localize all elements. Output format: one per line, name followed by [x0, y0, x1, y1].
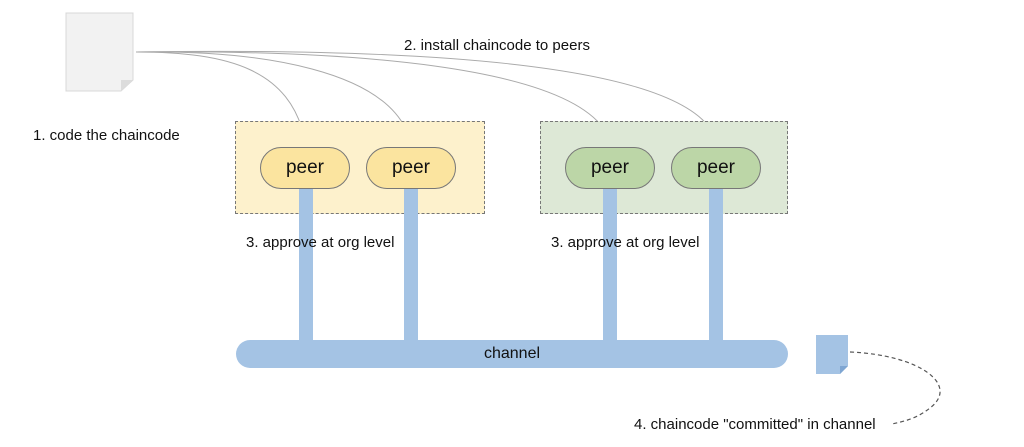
- install-arrow-3: [135, 51, 612, 141]
- install-arrow-2: [135, 51, 413, 141]
- org-2-peer-1[interactable]: peer: [565, 147, 655, 189]
- install-arrow-4: [135, 50, 718, 141]
- org-2-peer-1-channel-link: [603, 188, 617, 342]
- step-3-label-org-1: 3. approve at org level: [246, 234, 395, 251]
- org-1-peer-2[interactable]: peer: [366, 147, 456, 189]
- org-1-peer-2-channel-link: [404, 188, 418, 342]
- channel-bar[interactable]: channel: [236, 340, 788, 368]
- step-2-label: 2. install chaincode to peers: [404, 37, 590, 54]
- chaincode-document-icon: [65, 12, 134, 92]
- channel-label: channel: [483, 345, 541, 362]
- org-1-peer-1-channel-link: [299, 188, 313, 342]
- committed-document-icon: [816, 335, 848, 374]
- org-2-peer-2[interactable]: peer: [671, 147, 761, 189]
- org-2-peer-2-channel-link: [709, 188, 723, 342]
- step-4-label: 4. chaincode "committed" in channel: [634, 416, 876, 433]
- org-1-peer-1[interactable]: peer: [260, 147, 350, 189]
- commit-dashed-link: [849, 351, 941, 425]
- install-arrow-1: [135, 51, 308, 141]
- step-1-label: 1. code the chaincode: [33, 127, 180, 144]
- step-3-label-org-2: 3. approve at org level: [551, 234, 700, 251]
